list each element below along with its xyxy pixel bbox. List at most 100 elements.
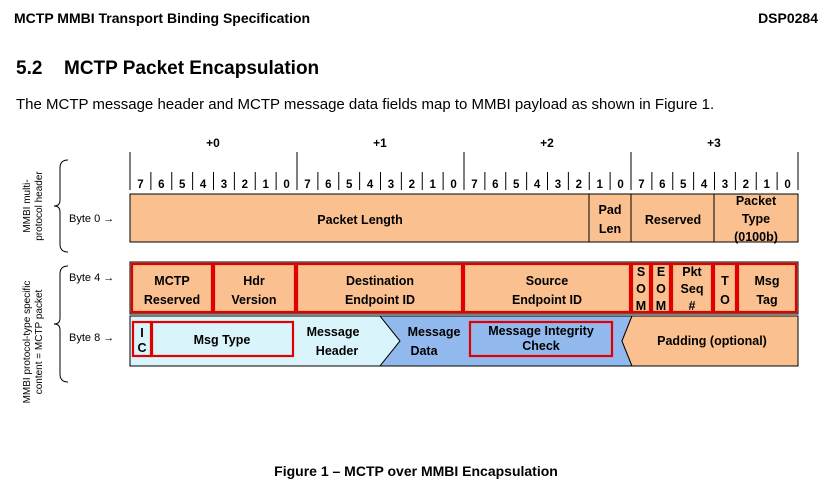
field-reserved: Reserved xyxy=(645,213,701,227)
field-som-3: M xyxy=(636,299,646,313)
field-packet-type-1: Packet xyxy=(736,194,777,208)
box-msg-type xyxy=(150,320,295,358)
padding-bg xyxy=(621,315,799,367)
bit-label: 7 xyxy=(304,179,310,191)
bit-label: 3 xyxy=(221,179,227,191)
row0-background xyxy=(129,193,799,243)
field-pkt-seq-1: Pkt xyxy=(682,265,702,279)
bit-label: 4 xyxy=(367,179,374,191)
field-eom-3: M xyxy=(656,299,666,313)
field-to-1: T xyxy=(721,274,729,288)
bit-label: 2 xyxy=(409,179,415,191)
field-eom-2: O xyxy=(656,282,666,296)
field-src-eid-1: Source xyxy=(526,274,568,288)
row-label-byte4: Byte 4 → xyxy=(69,272,114,284)
box-hdr-version xyxy=(212,262,297,314)
doc-header-title: MCTP MMBI Transport Binding Specificatio… xyxy=(14,10,311,26)
col-offset-3: +3 xyxy=(707,136,721,150)
bit-label: 5 xyxy=(179,179,186,191)
field-packet-length: Packet Length xyxy=(317,213,402,227)
brace-header xyxy=(53,159,69,253)
bit-label: 7 xyxy=(638,179,644,191)
field-pad-len-2: Len xyxy=(599,222,621,236)
field-dest-eid-1: Destination xyxy=(346,274,414,288)
bit-label: 0 xyxy=(450,179,456,191)
box-integrity-check xyxy=(468,320,614,358)
field-pkt-seq-3: # xyxy=(689,299,696,313)
bit-label: 3 xyxy=(388,179,394,191)
field-msg-type: Msg Type xyxy=(194,333,251,347)
brace-content xyxy=(53,265,69,383)
box-msg-tag xyxy=(736,262,798,314)
figure-caption: Figure 1 – MCTP over MMBI Encapsulation xyxy=(274,463,558,479)
box-src-eid xyxy=(462,262,632,314)
field-packet-type-3: (0100b) xyxy=(734,230,778,244)
bit-label: 0 xyxy=(283,179,289,191)
field-msg-tag-2: Tag xyxy=(756,293,777,307)
bit-label: 7 xyxy=(137,179,143,191)
doc-header-id: DSP0284 xyxy=(758,10,818,26)
field-msg-tag-1: Msg xyxy=(755,274,780,288)
field-message-data-2: Data xyxy=(410,344,438,358)
bit-label: 1 xyxy=(262,179,269,191)
bit-label: 2 xyxy=(576,179,582,191)
field-hdr-version-2: Version xyxy=(231,293,276,307)
bit-label: 6 xyxy=(325,179,331,191)
bit-label: 1 xyxy=(429,179,436,191)
row-label-byte0: Byte 0 → xyxy=(69,213,114,225)
field-pad-len-1: Pad xyxy=(599,203,622,217)
box-dest-eid xyxy=(295,262,464,314)
field-to-2: O xyxy=(720,293,730,307)
col-offset-2: +2 xyxy=(540,136,554,150)
bit-label: 3 xyxy=(555,179,561,191)
section-number: 5.2 xyxy=(16,58,43,79)
body-paragraph: The MCTP message header and MCTP message… xyxy=(16,96,715,113)
bit-label: 3 xyxy=(722,179,728,191)
box-to xyxy=(712,262,738,314)
field-dest-eid-2: Endpoint ID xyxy=(345,293,415,307)
field-message-header-2: Header xyxy=(316,344,359,358)
col-offset-0: +0 xyxy=(206,136,220,150)
field-padding: Padding (optional) xyxy=(657,334,767,348)
field-packet-type-2: Type xyxy=(742,212,770,226)
field-integrity-check-2: Check xyxy=(522,339,560,353)
bit-label: 0 xyxy=(784,179,790,191)
field-eom-1: E xyxy=(657,265,665,279)
row-label-byte8: Byte 8 → xyxy=(69,332,114,344)
field-integrity-check-1: Message Integrity xyxy=(488,324,594,338)
box-mctp-reserved xyxy=(130,262,214,314)
bit-label: 5 xyxy=(513,179,520,191)
box-som xyxy=(630,262,652,314)
field-ic-2: C xyxy=(137,341,146,355)
bit-label: 5 xyxy=(346,179,353,191)
field-src-eid-2: Endpoint ID xyxy=(512,293,582,307)
field-som-1: S xyxy=(637,265,645,279)
side-label-header-2: protocol header xyxy=(34,171,45,241)
section-heading: 5.2 MCTP Packet Encapsulation xyxy=(16,58,319,80)
bit-label: 4 xyxy=(200,179,207,191)
bit-label: 1 xyxy=(763,179,770,191)
bit-label: 4 xyxy=(701,179,708,191)
bit-label: 0 xyxy=(617,179,623,191)
bit-label: 2 xyxy=(743,179,749,191)
col-offset-1: +1 xyxy=(373,136,387,150)
field-message-header-1: Message xyxy=(307,325,360,339)
field-som-2: O xyxy=(636,282,646,296)
message-header-bg xyxy=(129,315,401,367)
bit-label: 6 xyxy=(659,179,665,191)
side-label-content-1: MMBI protocol-type specific xyxy=(22,281,33,404)
box-eom xyxy=(650,262,672,314)
bit-label: 2 xyxy=(242,179,248,191)
field-mctp-reserved-2: Reserved xyxy=(144,293,200,307)
section-title: MCTP Packet Encapsulation xyxy=(64,58,320,79)
field-hdr-version-1: Hdr xyxy=(243,274,265,288)
side-label-header-1: MMBI multi- xyxy=(22,179,33,232)
bit-label: 6 xyxy=(492,179,498,191)
bit-label: 6 xyxy=(158,179,164,191)
bit-label: 5 xyxy=(680,179,687,191)
field-pkt-seq-2: Seq xyxy=(681,282,704,296)
side-label-content-2: content = MCTP packet xyxy=(34,289,45,394)
field-ic-1: I xyxy=(140,326,143,340)
